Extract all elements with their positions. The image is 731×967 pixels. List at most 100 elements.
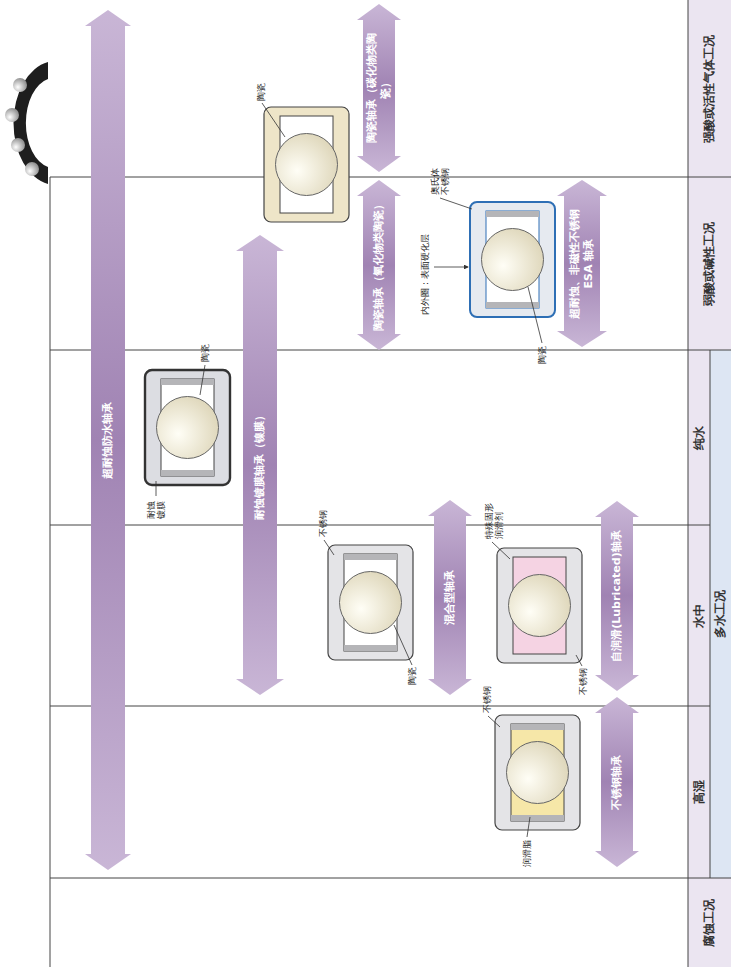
leader-lines-part <box>492 542 510 559</box>
grid-lines-part <box>688 0 689 967</box>
bearing-esa-part <box>482 229 544 291</box>
range-label: 混合型轴承 <box>443 570 457 625</box>
bearing-nickel-part <box>145 370 230 485</box>
range-arrow: 超耐蚀防水轴承 <box>85 10 131 870</box>
bearing-esa <box>470 202 555 317</box>
part-label: 陶瓷 <box>200 342 210 362</box>
bearing-stainless <box>495 715 580 830</box>
double-arrow-fill <box>557 180 607 347</box>
bearing-stainless-part <box>507 742 569 804</box>
bearing-photo-part <box>5 108 19 122</box>
band-text-group: 混合型轴承 <box>443 570 457 625</box>
column-header: 高湿 <box>688 706 710 878</box>
bearing-esa-part <box>486 211 539 217</box>
bearing-nickel-part <box>161 379 214 385</box>
bearing-hybrid <box>328 545 413 660</box>
bearing-photo <box>5 62 48 184</box>
leader-lines-part <box>262 103 285 137</box>
band-text-group: 自润滑(Lubricated)轴承 <box>610 530 624 662</box>
bearing-hybrid-part <box>344 645 397 651</box>
part-label: 润滑脂 <box>522 837 532 867</box>
bearing-photo-part <box>14 62 48 184</box>
leader-lines-part <box>488 716 500 727</box>
band-text-group: 超耐蚀、非磁性不锈钢 ESA 轴承 <box>568 205 596 323</box>
part-label: 陶瓷 <box>407 665 417 685</box>
leader-lines-part <box>324 540 334 555</box>
bearing-hybrid-part <box>344 554 397 560</box>
band-text-group: 耐蚀镀膜轴承（镍膜） <box>253 410 267 520</box>
leader-lines <box>156 103 582 837</box>
column-header: 水中 <box>688 525 710 706</box>
double-arrow-fill <box>85 10 131 870</box>
range-arrow: 自润滑(Lubricated)轴承 <box>595 501 639 691</box>
band-text-group: 超耐蚀防水轴承 <box>101 402 115 479</box>
part-label: 陶瓷 <box>537 344 547 364</box>
range-label: 超耐蚀防水轴承 <box>101 402 115 479</box>
part-label: 不锈钢 <box>578 665 588 695</box>
double-arrow-fill <box>428 500 472 695</box>
leader-lines-part <box>434 267 468 268</box>
double-arrow-fill <box>357 180 401 350</box>
part-label: 不锈钢 <box>318 507 328 537</box>
leader-lines-part <box>576 655 582 666</box>
range-label: 耐蚀镀膜轴承（镍膜） <box>253 410 267 520</box>
grid-lines-part <box>50 177 51 967</box>
bearing-lubricated-part <box>509 575 571 637</box>
band-text-group: 不锈钢轴承 <box>610 755 624 810</box>
bearing-nickel <box>145 370 230 485</box>
column-header: 弱酸或碱性工况 <box>688 177 731 350</box>
bearing-photo-part <box>11 138 25 152</box>
range-label: 陶瓷轴承（碳化物类陶瓷） <box>365 23 393 153</box>
part-label: 陶瓷 <box>256 81 266 101</box>
header-fill-part <box>688 0 731 967</box>
bearing-nickel-part <box>157 397 219 459</box>
leader-lines-part <box>156 481 157 496</box>
range-arrow: 混合型轴承 <box>428 500 472 695</box>
double-arrow-fill <box>595 697 639 867</box>
bearing-esa-part <box>486 302 539 308</box>
bearing-lubricated <box>497 548 582 663</box>
grid-lines <box>50 0 731 967</box>
bearing-hybrid-part <box>328 545 413 660</box>
column-header: 纯水 <box>688 350 710 525</box>
double-arrow-fill <box>357 4 401 172</box>
part-label: 内外圈：表面硬化层 <box>420 234 430 315</box>
bearing-ceramic-part <box>276 134 338 196</box>
range-arrow: 不锈钢轴承 <box>595 697 639 867</box>
range-label: 陶瓷轴承（氧化物类陶瓷） <box>372 199 386 331</box>
bearing-lubricated-part <box>497 548 582 663</box>
band-text-group: 陶瓷轴承（碳化物类陶瓷） <box>365 23 393 153</box>
part-label: 特殊固形润滑剂 <box>484 499 505 539</box>
range-arrow: 耐蚀镀膜轴承（镍膜） <box>236 235 284 695</box>
part-label: 耐蚀镀膜 <box>146 499 167 519</box>
part-label: 奥氏体不锈钢 <box>430 165 451 195</box>
leader-lines-part <box>200 365 205 395</box>
range-arrow: 陶瓷轴承（氧化物类陶瓷） <box>357 180 401 350</box>
bearing-photo-part <box>13 78 27 92</box>
bearing-stainless-part <box>511 724 564 730</box>
part-label: 不锈钢 <box>482 683 492 713</box>
bearing-nickel-part <box>161 470 214 476</box>
range-label: 超耐蚀、非磁性不锈钢 ESA 轴承 <box>568 205 596 323</box>
leader-lines-part <box>440 198 472 209</box>
leader-lines-part <box>528 287 542 343</box>
bearing-stainless-part <box>495 715 580 830</box>
grid-lines-part <box>50 350 731 351</box>
band-text-group: 陶瓷轴承（氧化物类陶瓷） <box>372 199 386 331</box>
bearing-photo-part <box>25 162 39 176</box>
header-fill-part <box>710 350 731 878</box>
double-arrow-fill <box>595 501 639 691</box>
bearing-hybrid-part <box>340 572 402 634</box>
header-fill <box>688 0 731 967</box>
bearing-stainless-part <box>511 815 564 821</box>
double-arrow-fill <box>236 235 284 695</box>
grid-lines-part <box>50 878 731 879</box>
grid-lines-part <box>710 350 711 878</box>
leader-lines-part <box>527 817 530 837</box>
column-header: 强酸或活性气体工况 <box>688 0 731 177</box>
column-header: 多水工况 <box>710 350 731 878</box>
range-arrow: 陶瓷轴承（碳化物类陶瓷） <box>357 4 401 172</box>
bearing-esa-part <box>470 202 555 317</box>
range-arrow: 超耐蚀、非磁性不锈钢 ESA 轴承 <box>557 180 607 347</box>
